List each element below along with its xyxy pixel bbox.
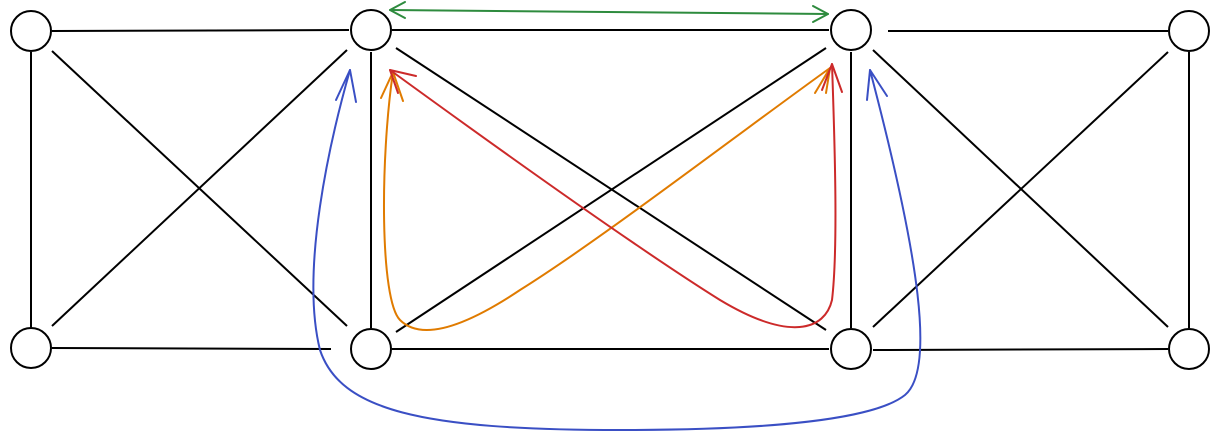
node-n6 <box>350 328 392 370</box>
edge-n1-n2 <box>51 29 350 32</box>
graph-nodes <box>10 9 1210 370</box>
edge-n7-n8 <box>872 348 1169 351</box>
blue-arrow <box>312 69 922 431</box>
node-n8 <box>1168 328 1210 370</box>
edge-n5-n6 <box>51 347 332 350</box>
orange-arrow <box>380 67 831 331</box>
colored-arrows <box>312 1 922 431</box>
node-n2 <box>350 9 392 51</box>
red-arrow <box>389 63 843 329</box>
node-n3 <box>830 9 872 51</box>
node-n1 <box>10 10 52 52</box>
edge-n5-n2 <box>51 49 348 327</box>
graph-edges <box>30 29 1190 351</box>
node-n4 <box>1168 10 1210 52</box>
edge-n6-n3 <box>395 47 827 333</box>
edge-n7-n4 <box>872 51 1169 328</box>
node-n5 <box>10 327 52 369</box>
node-n7 <box>830 328 872 370</box>
green-arrow <box>389 1 829 23</box>
